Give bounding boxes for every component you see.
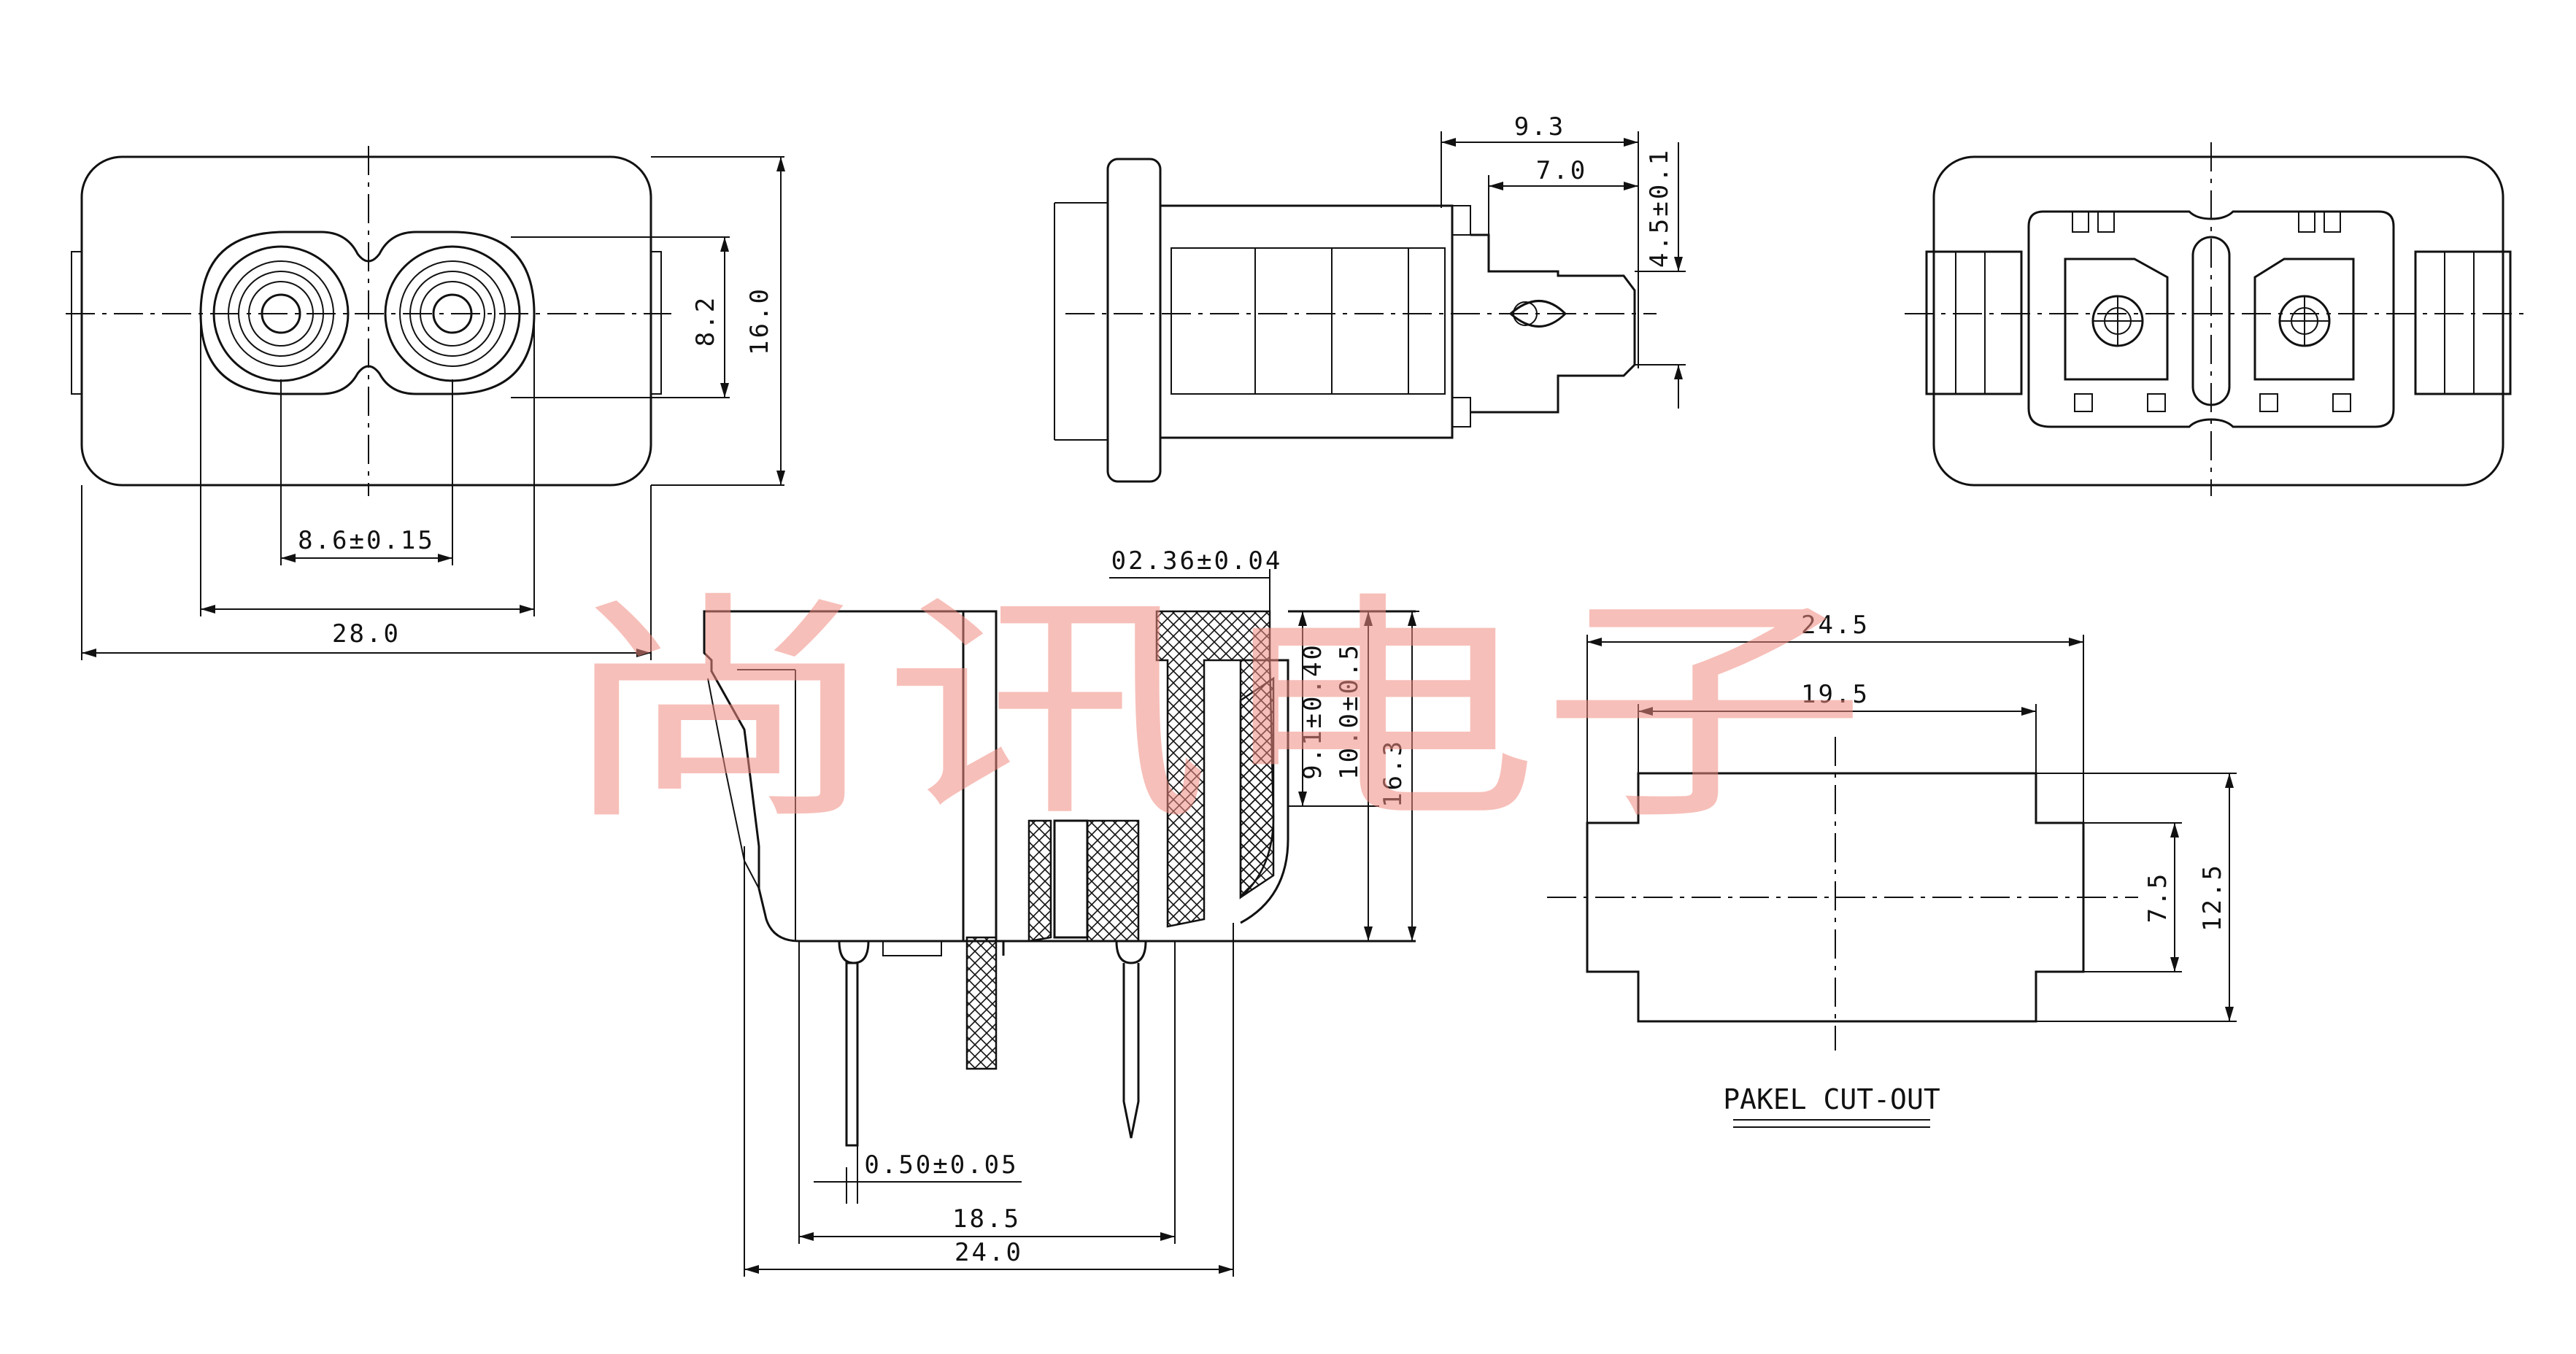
- dim-h2: 10.0±0.5: [1335, 643, 1364, 780]
- side-view-top: 9.3 7.0 4.5±0.1: [1054, 112, 1686, 483]
- front-view: 16.0 8.2 28.0 8.6±0.15: [66, 146, 785, 660]
- dim-pin-offset: 4.5±0.1: [1645, 148, 1674, 268]
- dim-cut-inner: 19.5: [1801, 680, 1870, 709]
- dim-h3: 16.3: [1378, 739, 1408, 808]
- dim-cut-h-small: 7.5: [2143, 872, 2172, 923]
- watermark-text: 尚讯电子: [555, 572, 1868, 852]
- dim-slot-height: 8.2: [691, 295, 720, 347]
- dim-front-height: 16.0: [745, 287, 774, 355]
- section-view: 02.36±0.04 9.1±0.40 10.0±0.5 16.3 0.50±0…: [703, 546, 1419, 1277]
- dim-top-total: 9.3: [1514, 112, 1565, 142]
- dim-top-inner: 7.0: [1536, 156, 1587, 185]
- rear-view: [1905, 142, 2525, 496]
- dim-pin-pitch: 8.6±0.15: [298, 526, 435, 555]
- dim-h1: 9.1±0.40: [1298, 643, 1327, 780]
- dim-pin-span: 18.5: [952, 1204, 1021, 1234]
- dim-cut-outer: 24.5: [1801, 611, 1870, 640]
- dim-pin-thk: 0.50±0.05: [864, 1150, 1018, 1180]
- dim-side-width: 24.0: [955, 1238, 1023, 1267]
- cutout-note: PAKEL CUT-OUT: [1723, 1083, 1940, 1115]
- dim-front-width: 28.0: [332, 619, 401, 649]
- panel-cutout-view: 24.5 19.5 7.5 12.5 PAKEL CUT-OUT: [1547, 611, 2237, 1128]
- right-terminal: [2278, 295, 2331, 347]
- left-terminal: [2091, 295, 2144, 347]
- dim-wall: 02.36±0.04: [1111, 546, 1283, 576]
- dim-cut-h-big: 12.5: [2198, 863, 2227, 932]
